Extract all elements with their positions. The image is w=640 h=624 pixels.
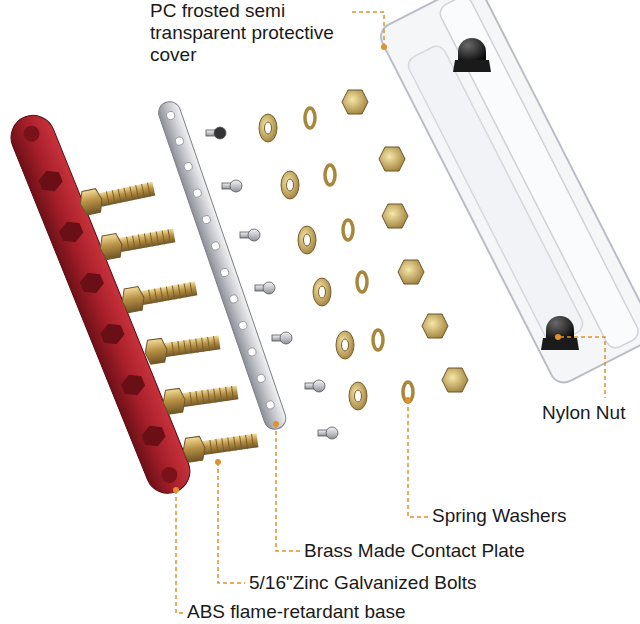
part-label: Brass Made Contact Plate: [304, 540, 604, 562]
leader-dots: [173, 44, 561, 493]
part-label: 5/16"Zinc Galvanized Bolts: [249, 572, 589, 594]
spring-washers: [305, 108, 413, 402]
hex-nuts: [342, 90, 468, 392]
abs-base: [4, 109, 196, 500]
part-label: Spring Washers: [432, 505, 632, 527]
contact-plate: [156, 99, 289, 432]
small-screws: [206, 127, 338, 439]
protective-cover: [376, 0, 640, 387]
part-label: ABS flame-retardant base: [187, 601, 487, 623]
nylon-nuts: [453, 38, 579, 350]
bolts: [78, 177, 259, 463]
flat-washers: [259, 114, 367, 410]
part-label: Nylon Nut: [542, 402, 637, 424]
part-label: PC frosted semi transparent protective c…: [150, 0, 350, 66]
